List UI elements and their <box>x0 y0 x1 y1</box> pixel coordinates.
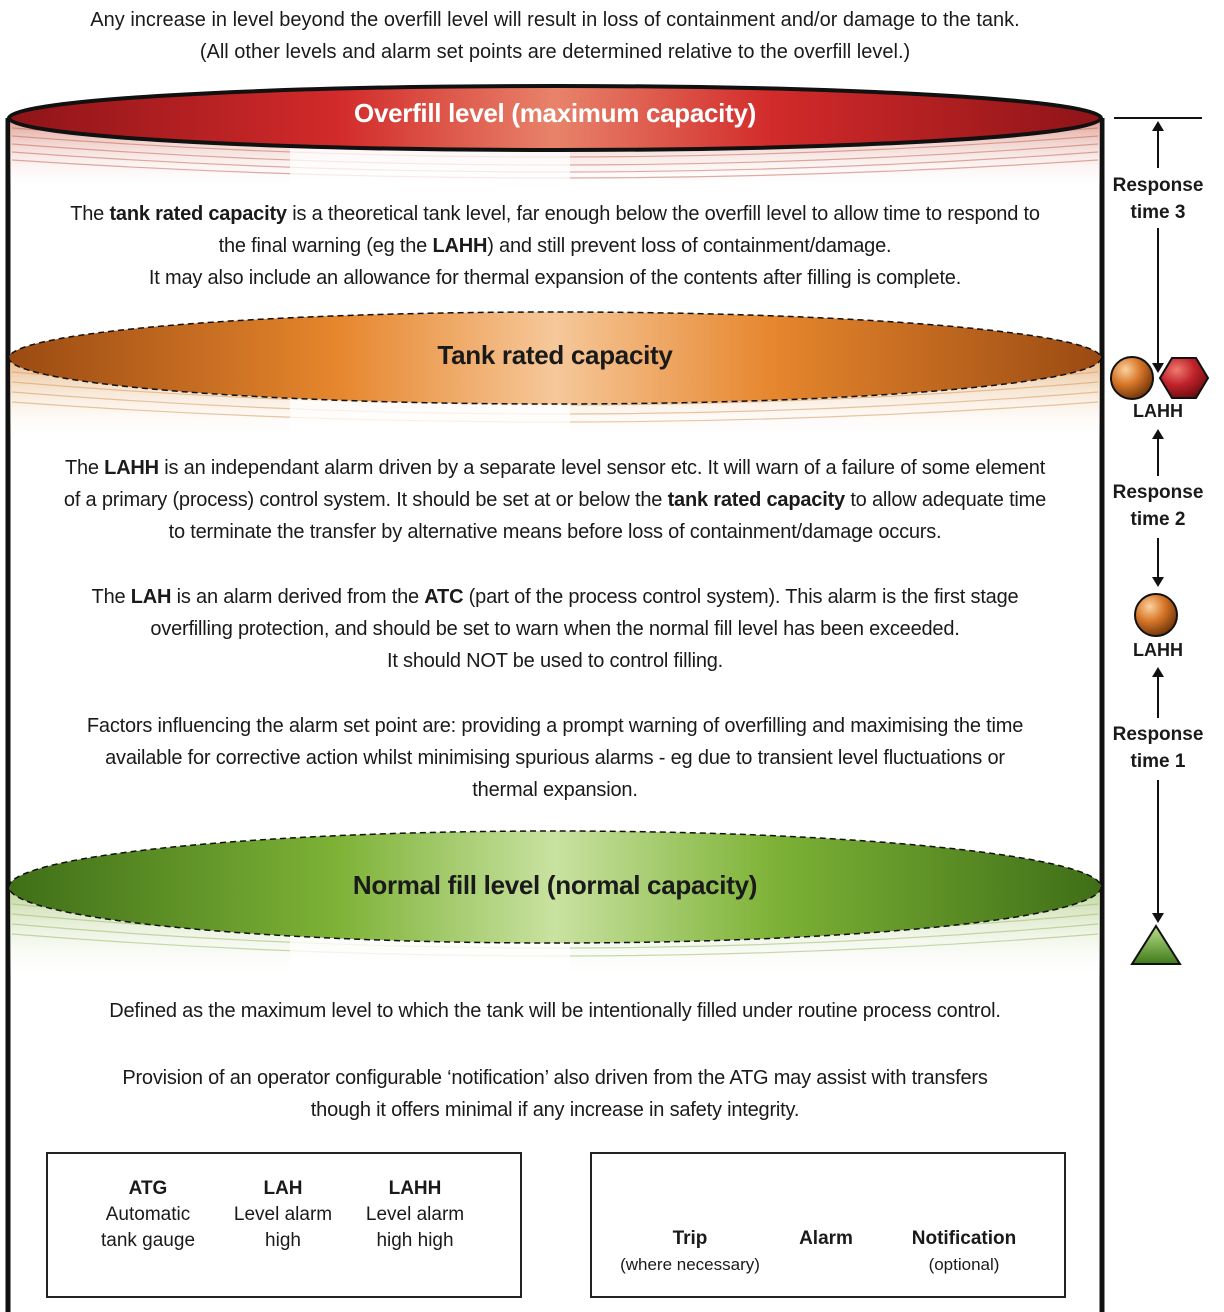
symbols-legend <box>590 1152 1066 1298</box>
notification-icon-side <box>1130 924 1182 965</box>
normal-fill-label: Normal fill level (normal capacity) <box>352 870 758 900</box>
factors-description: Factors influencing the alarm set point … <box>86 715 1024 801</box>
abbreviations-legend: ATG Automatic tank gauge LAH Level alarm… <box>46 1152 522 1298</box>
alarm-icon-upper <box>1110 356 1154 400</box>
legend-notification: Notification (optional) <box>911 1228 1017 1274</box>
trip-icon-upper <box>1158 357 1210 399</box>
rated-capacity-disc <box>8 311 1102 446</box>
normal-fill-disc <box>8 830 1102 984</box>
header-line-1: Any increase in level beyond the overfil… <box>90 9 1020 31</box>
rated-capacity-label: Tank rated capacity <box>437 340 673 370</box>
lahh-lower-label: LAHH <box>1133 640 1183 660</box>
header-note: Any increase in level beyond the overfil… <box>20 4 1090 68</box>
lah-description: The LAH is an alarm derived from the ATC… <box>91 586 1019 672</box>
legend-lahh: LAHH Level alarm high high <box>365 1178 465 1251</box>
overfill-level-disc <box>7 84 1103 196</box>
alarm-icon-lower <box>1134 593 1178 637</box>
header-line-2: (All other levels and alarm set points a… <box>199 41 911 63</box>
lahh-upper-label: LAHH <box>1133 401 1183 421</box>
notification-description: Provision of an operator configurable ‘n… <box>122 1067 988 1121</box>
legend-lah: LAH Level alarm high <box>233 1178 333 1251</box>
rated-capacity-description: The tank rated capacity is a theoretical… <box>70 203 1040 289</box>
legend-trip: Trip (where necessary) <box>620 1228 760 1274</box>
overfill-level-label: Overfill level (maximum capacity) <box>354 98 756 128</box>
legend-atg: ATG Automatic tank gauge <box>100 1178 196 1251</box>
legend-alarm: Alarm <box>799 1228 853 1249</box>
lahh-description: The LAHH is an independant alarm driven … <box>63 457 1047 543</box>
normal-fill-description: Defined as the maximum level to which th… <box>109 1000 1001 1022</box>
